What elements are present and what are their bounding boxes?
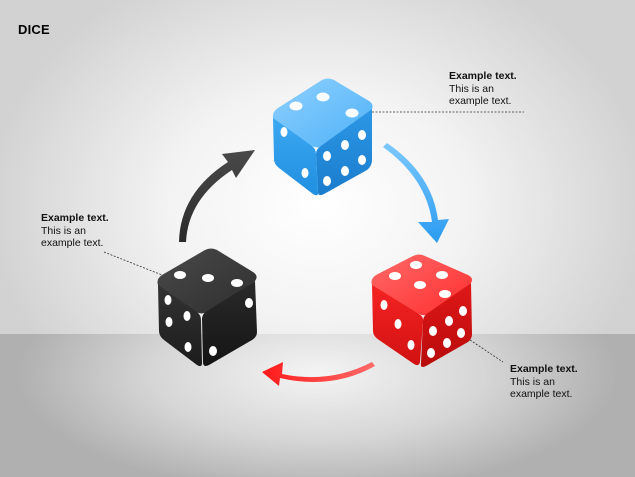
note-line: This is an — [41, 224, 86, 237]
note-heading: Example text. — [449, 70, 517, 82]
note-heading: Example text. — [510, 363, 578, 375]
blue-arrow — [383, 143, 449, 243]
note-heading: Example text. — [41, 212, 109, 224]
note-top-right: Example text. This is an example text. — [449, 70, 549, 108]
black-die — [157, 248, 257, 367]
note-line: This is an — [449, 82, 494, 95]
page-title: DICE — [18, 22, 50, 37]
red-arrow — [262, 362, 375, 386]
note-left: Example text. This is an example text. — [41, 212, 141, 250]
leader-line-right — [469, 339, 504, 363]
floor-background — [0, 334, 635, 477]
note-line: example text. — [510, 388, 573, 400]
note-bottom-right: Example text. This is an example text. — [510, 363, 610, 401]
red-die — [371, 254, 472, 367]
leader-line-left — [103, 251, 163, 276]
note-line: This is an — [510, 375, 555, 388]
note-line: example text. — [41, 237, 104, 249]
note-line: example text. — [449, 95, 512, 107]
blue-die — [272, 78, 373, 196]
black-arrow — [179, 150, 255, 242]
